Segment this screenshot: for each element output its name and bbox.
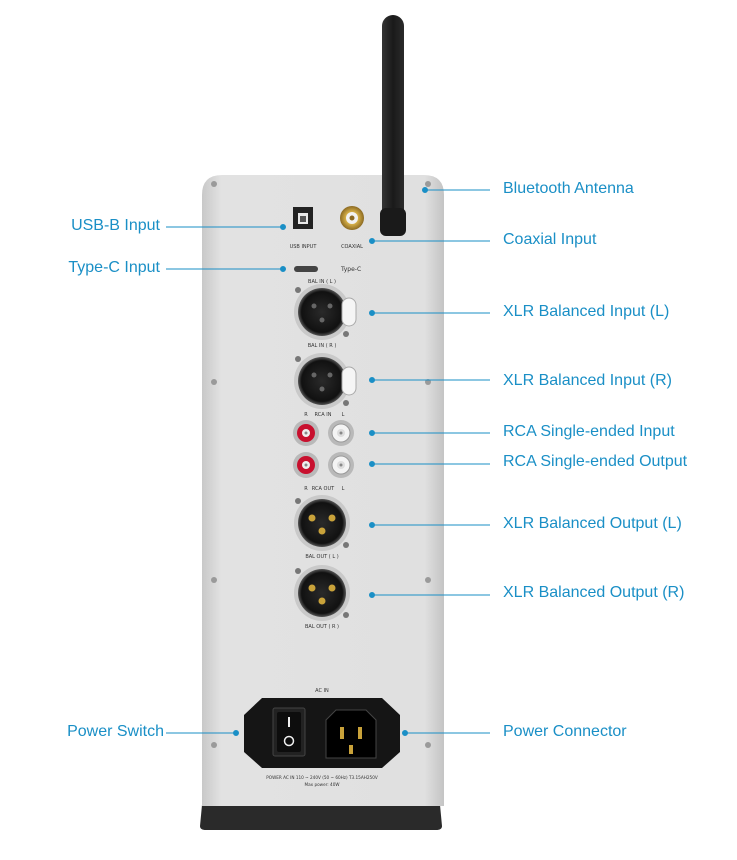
type-c-silkscreen: Type-C [340, 266, 361, 273]
callout-type-c-input: Type-C Input [68, 259, 160, 276]
xlr-input-right [294, 353, 357, 409]
leader-lines [166, 187, 490, 736]
callout-power-switch: Power Switch [67, 723, 164, 740]
bluetooth-antenna [380, 15, 406, 236]
bal-out-l-silkscreen: BAL OUT ( L ) [305, 554, 338, 560]
callout-xlr-balanced-input-r: XLR Balanced Input (R) [503, 372, 672, 389]
rca-input-jacks [293, 420, 354, 446]
callout-xlr-balanced-input-l: XLR Balanced Input (L) [503, 303, 670, 320]
rca-out-silkscreen: RCA OUT [312, 486, 335, 492]
xlr-output-right [294, 565, 350, 621]
rca-output-jacks [293, 452, 354, 478]
panel-screws [211, 181, 431, 748]
type-c-port [294, 266, 318, 272]
coaxial-silkscreen: COAXIAL [341, 244, 363, 250]
usb-b-port [293, 207, 313, 229]
rca-in-l-silkscreen: L [342, 412, 345, 418]
callout-xlr-balanced-output-l: XLR Balanced Output (L) [503, 515, 682, 532]
rca-out-l-silkscreen: L [342, 486, 345, 492]
xlr-input-left [294, 284, 357, 340]
rca-in-silkscreen: RCA IN [315, 412, 332, 418]
callout-usb-b-input: USB-B Input [71, 217, 160, 234]
callout-xlr-balanced-output-r: XLR Balanced Output (R) [503, 584, 685, 601]
callout-rca-single-ended-input: RCA Single-ended Input [503, 423, 675, 440]
bal-in-l-silkscreen: BAL IN ( L ) [308, 279, 336, 285]
back-panel [202, 175, 444, 806]
power-rating-line1: POWER AC IN 110 ~ 240V (50 ~ 60Hz) T3.15… [266, 775, 378, 780]
ac-in-silkscreen: AC IN [315, 688, 329, 694]
usb-input-silkscreen: USB INPUT [290, 244, 318, 250]
coaxial-port [340, 206, 364, 230]
power-rating-line2: Max power: 40W [304, 782, 339, 787]
rca-in-r-silkscreen: R [304, 412, 308, 418]
device-base [200, 805, 442, 830]
callout-coaxial-input: Coaxial Input [503, 231, 597, 248]
bal-out-r-silkscreen: BAL OUT ( R ) [305, 624, 339, 630]
callout-bluetooth-antenna: Bluetooth Antenna [503, 180, 634, 197]
callout-rca-single-ended-output: RCA Single-ended Output [503, 453, 688, 470]
power-module [244, 698, 400, 768]
xlr-output-left [294, 495, 350, 551]
callout-power-connector: Power Connector [503, 723, 627, 740]
rca-out-r-silkscreen: R [304, 486, 308, 492]
bal-in-r-silkscreen: BAL IN ( R ) [308, 343, 337, 349]
